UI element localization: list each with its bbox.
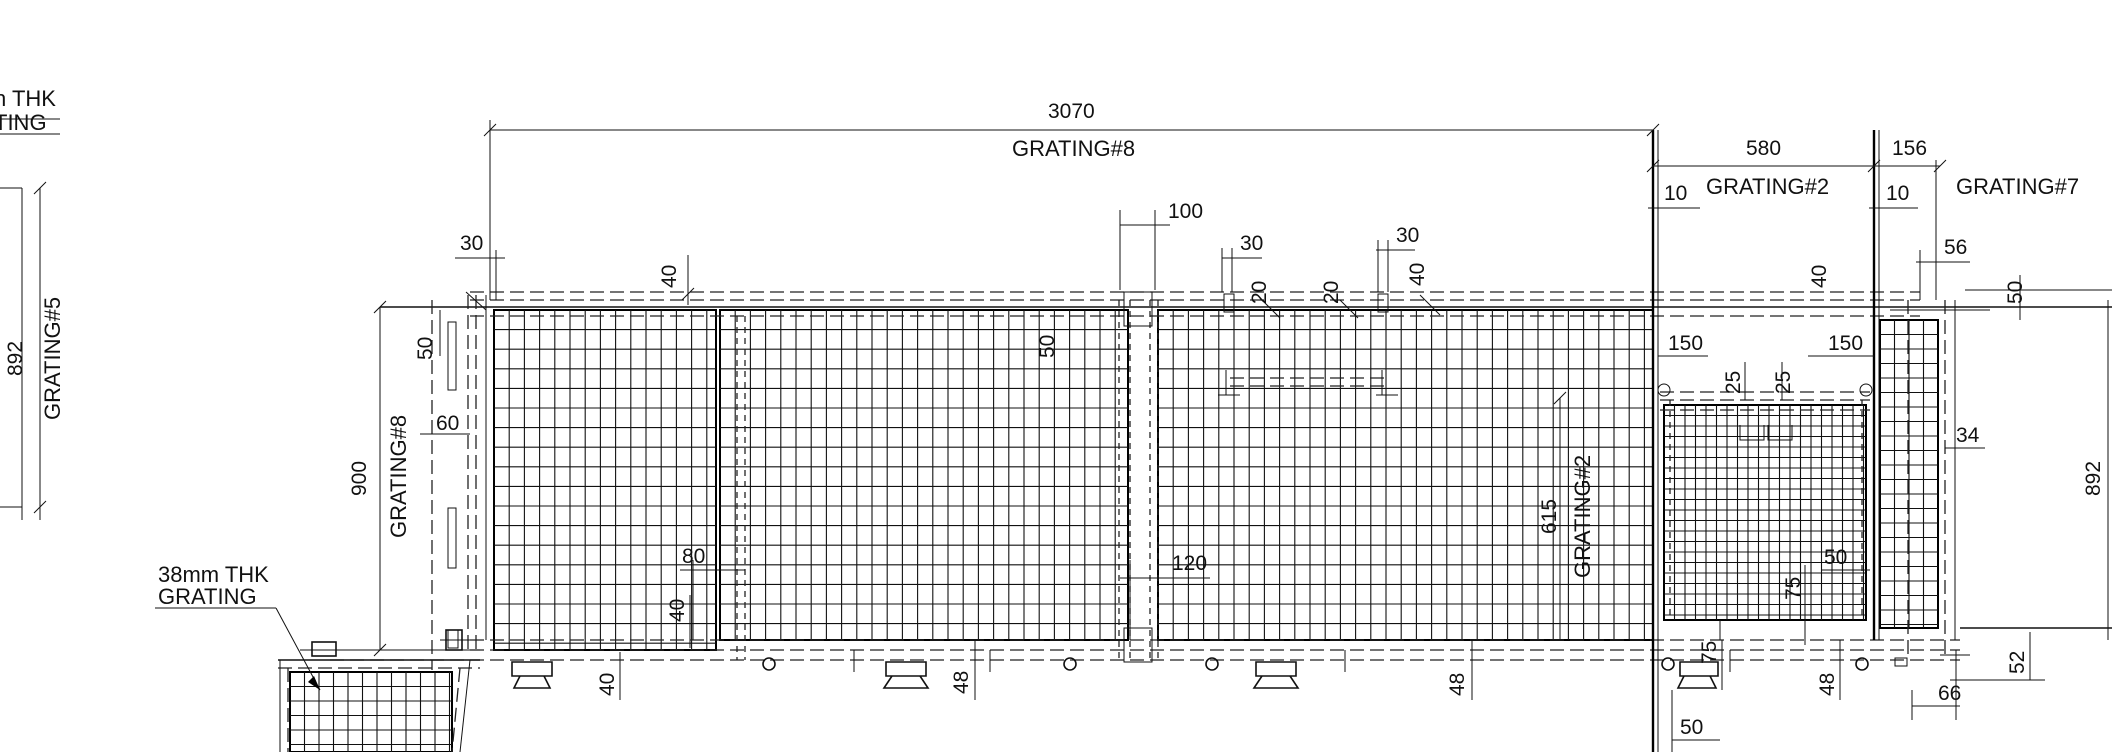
dim-150-a: 150 [1668, 332, 1703, 355]
dim-50-e: 50 [1680, 716, 1703, 739]
note-38mm-line-2: GRATING [158, 584, 257, 609]
dim-100: 100 [1168, 200, 1203, 223]
dim-25-a: 25 [1722, 371, 1745, 394]
dim-156: 156 [1892, 137, 1927, 160]
dim-50-a: 50 [2004, 281, 2027, 304]
dim-150-b: 150 [1828, 332, 1863, 355]
dim-580: 580 [1746, 137, 1781, 160]
grating-panel-38mm [289, 671, 453, 752]
grating-panel-8-left [493, 309, 717, 651]
dim-30-a: 30 [460, 232, 483, 255]
dim-40-a: 40 [658, 265, 681, 288]
dim-30-c: 30 [1396, 224, 1419, 247]
note-38mm-line-1: 38mm THK [158, 562, 269, 587]
dim-892-left: 892 [4, 341, 27, 376]
dim-10-a: 10 [1664, 182, 1687, 205]
grating-panel-2 [1663, 404, 1867, 621]
dim-75-b: 75 [1698, 641, 1721, 664]
grating-panel-7 [1879, 319, 1939, 629]
grating2-side-label: GRATING#2 [1570, 455, 1595, 578]
dim-40-b: 40 [1406, 263, 1429, 286]
grating-panel-8-right [1157, 309, 1654, 641]
left-note-line-2: TING [0, 110, 47, 135]
dim-48-c: 48 [1816, 673, 1839, 696]
dim-60: 60 [436, 412, 459, 435]
dim-900: 900 [348, 461, 371, 496]
dim-30-b: 30 [1240, 232, 1263, 255]
dim-120: 120 [1172, 552, 1207, 575]
dim-48-a: 48 [950, 671, 973, 694]
dim-40-d: 40 [666, 599, 689, 622]
drawing-labels: n THK TING GRATING#5 GRATING#8 GRATING#8… [0, 86, 2079, 609]
dim-50-b: 50 [414, 337, 437, 360]
dimension-lines [0, 120, 2112, 752]
dim-40-e: 40 [596, 673, 619, 696]
bolt-circles [762, 657, 1869, 671]
dim-20-b: 20 [1320, 281, 1343, 304]
dim-66: 66 [1938, 682, 1961, 705]
grating-panel-8-middle [719, 309, 1129, 641]
dim-80: 80 [682, 545, 705, 568]
dim-3070: 3070 [1048, 100, 1095, 123]
dim-52: 52 [2006, 651, 2029, 674]
dimension-values: 3070 580 156 10 10 30 40 100 30 20 20 30… [4, 100, 2105, 739]
dim-50-d: 50 [1824, 546, 1847, 569]
dim-40-c: 40 [1808, 265, 1831, 288]
dim-20-a: 20 [1248, 281, 1271, 304]
dim-75-a: 75 [1782, 577, 1805, 600]
structure-outlines [0, 118, 2112, 752]
dim-892-right: 892 [2082, 461, 2105, 496]
dim-10-b: 10 [1886, 182, 1909, 205]
dim-615: 615 [1538, 499, 1561, 534]
dim-56: 56 [1944, 236, 1967, 259]
dim-48-b: 48 [1446, 673, 1469, 696]
dim-50-c: 50 [1036, 335, 1059, 358]
grating8-side-label: GRATING#8 [386, 415, 411, 538]
dim-34: 34 [1956, 424, 1980, 447]
left-note-line-1: n THK [0, 86, 56, 111]
dim-25-b: 25 [1772, 371, 1795, 394]
grating2-top-label: GRATING#2 [1706, 174, 1829, 199]
grating5-label: GRATING#5 [40, 297, 65, 420]
grating8-top-label: GRATING#8 [1012, 136, 1135, 161]
support-feet [511, 661, 1719, 689]
grating7-top-label: GRATING#7 [1956, 174, 2079, 199]
